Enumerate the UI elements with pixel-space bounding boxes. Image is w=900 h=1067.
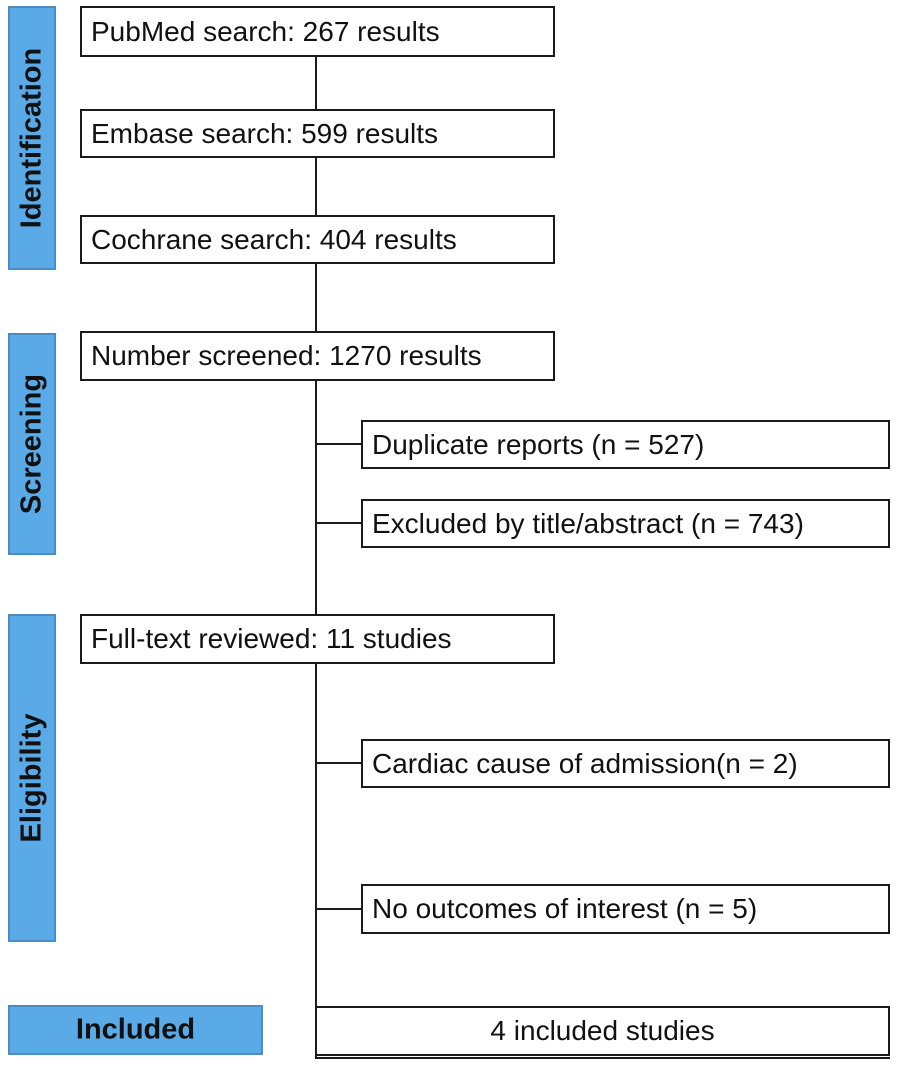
- number-screened-text: Number screened: 1270 results: [91, 340, 482, 371]
- box-included-studies: 4 included studies: [315, 1006, 890, 1056]
- excluded-title-abstract-text: Excluded by title/abstract (n = 743): [372, 507, 804, 539]
- box-cardiac-cause: Cardiac cause of admission(n = 2): [361, 739, 890, 788]
- connector-embase-cochrane: [315, 157, 317, 216]
- phase-included-label: Included: [75, 1013, 196, 1046]
- phase-eligibility: Eligibility: [8, 614, 56, 942]
- box-cochrane-search: Cochrane search: 404 results: [80, 215, 555, 264]
- full-text-reviewed-text: Full-text reviewed: 11 studies: [91, 623, 452, 654]
- connector-pubmed-embase: [315, 56, 317, 110]
- phase-identification-label: Identification: [15, 47, 48, 229]
- box-excluded-title-abstract: Excluded by title/abstract (n = 743): [361, 499, 890, 548]
- box-full-text-reviewed: Full-text reviewed: 11 studies: [80, 614, 555, 664]
- connector-cochrane-screened: [315, 263, 317, 332]
- phase-screening: Screening: [8, 333, 56, 555]
- no-outcomes-text: No outcomes of interest (n = 5): [372, 893, 758, 924]
- box-pubmed-search: PubMed search: 267 results: [80, 6, 555, 57]
- box-number-screened: Number screened: 1270 results: [80, 331, 555, 381]
- phase-included: Included: [8, 1005, 263, 1055]
- duplicate-reports-text: Duplicate reports (n = 527): [372, 428, 705, 460]
- connector-included-bottom: [315, 1057, 890, 1059]
- connector-fulltext-included: [315, 663, 317, 1059]
- box-embase-search: Embase search: 599 results: [80, 109, 555, 158]
- box-no-outcomes: No outcomes of interest (n = 5): [361, 884, 890, 934]
- branch-no-outcomes: [315, 908, 362, 910]
- phase-identification: Identification: [8, 6, 56, 270]
- branch-cardiac: [315, 762, 362, 764]
- branch-excluded-title: [315, 522, 362, 524]
- phase-eligibility-label: Eligibility: [15, 713, 48, 843]
- cardiac-cause-text: Cardiac cause of admission(n = 2): [372, 747, 798, 779]
- included-studies-text: 4 included studies: [490, 1015, 715, 1046]
- connector-screened-fulltext: [315, 380, 317, 616]
- cochrane-search-text: Cochrane search: 404 results: [91, 223, 457, 255]
- embase-search-text: Embase search: 599 results: [91, 117, 439, 149]
- branch-duplicates: [315, 443, 362, 445]
- box-duplicate-reports: Duplicate reports (n = 527): [361, 420, 890, 469]
- pubmed-search-text: PubMed search: 267 results: [91, 15, 440, 47]
- phase-screening-label: Screening: [15, 373, 48, 515]
